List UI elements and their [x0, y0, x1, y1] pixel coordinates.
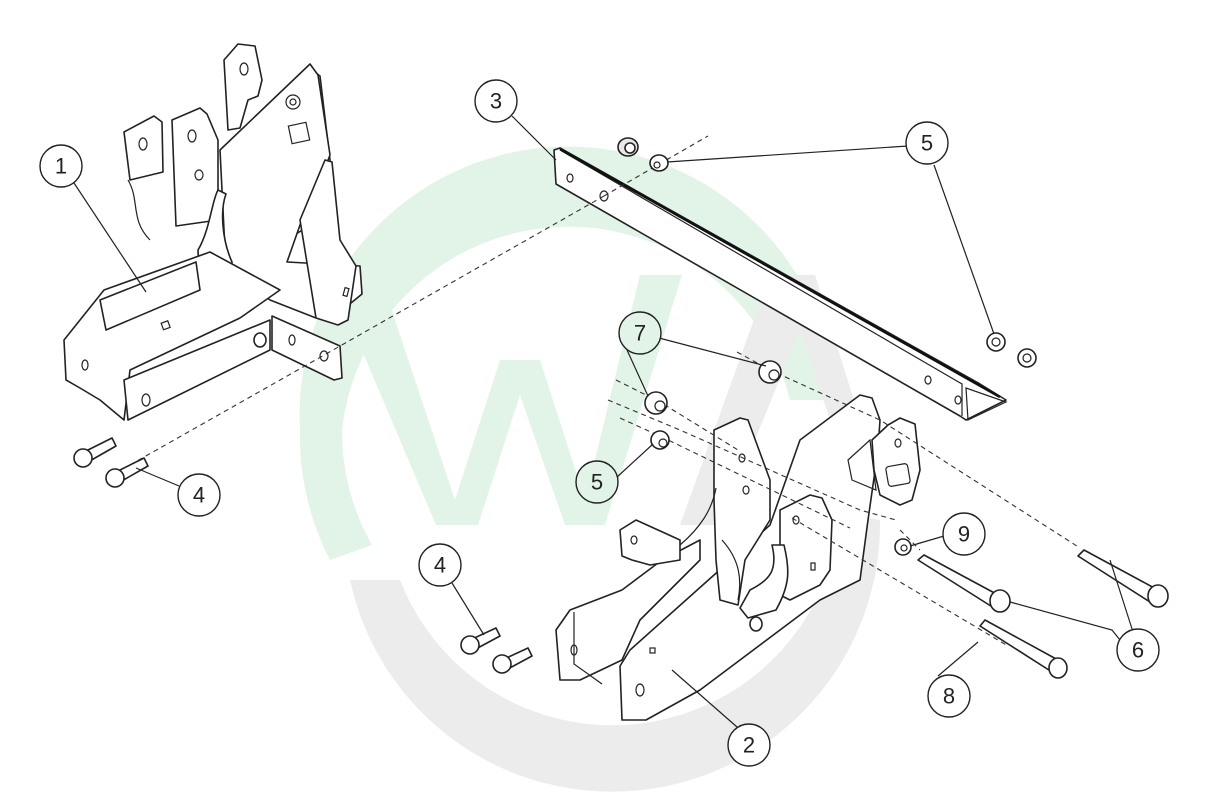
svg-text:8: 8 [943, 684, 955, 709]
spacer-nut-lower [644, 391, 668, 415]
hex-bolt-short-left-a [73, 437, 117, 468]
svg-text:7: 7 [634, 321, 646, 346]
callout-6[interactable]: 6 [1116, 628, 1160, 672]
lock-nut-top [649, 154, 669, 172]
svg-text:5: 5 [591, 470, 603, 495]
hex-bolt-short-left-b [105, 457, 149, 488]
lock-nut-right-a [986, 332, 1006, 352]
watermark-ring-green [299, 146, 836, 430]
long-hex-bolt-right [1077, 549, 1169, 608]
svg-text:6: 6 [1132, 638, 1144, 663]
hex-bolt-short-center-a [460, 627, 501, 655]
watermark-letter-w [330, 275, 682, 525]
washer [894, 538, 912, 556]
spacer-nut-upper [758, 360, 782, 384]
long-hex-bolt-middle [917, 554, 1011, 613]
hex-bolt-short-center-b [492, 647, 533, 674]
callout-5-top[interactable]: 5 [905, 121, 949, 165]
svg-text:3: 3 [490, 89, 502, 114]
right-mount-bracket [555, 394, 921, 721]
callout-1[interactable]: 1 [39, 144, 83, 188]
callout-5-center[interactable]: 5 [575, 460, 619, 504]
callout-9[interactable]: 9 [942, 512, 986, 556]
callout-7[interactable]: 7 [618, 311, 662, 355]
leader-lines [73, 115, 1134, 728]
svg-text:4: 4 [193, 483, 205, 508]
watermark-ring-gray [350, 512, 881, 792]
callout-2[interactable]: 2 [727, 723, 771, 767]
angle-crossbar [553, 147, 1008, 421]
hex-bolt-long-lower [979, 619, 1068, 679]
lock-nut-center [650, 430, 670, 450]
svg-text:2: 2 [743, 733, 755, 758]
lock-nut-right-b [1017, 348, 1037, 368]
callout-3[interactable]: 3 [474, 79, 518, 123]
svg-text:4: 4 [434, 553, 446, 578]
callout-4-left[interactable]: 4 [177, 473, 221, 517]
left-mount-bracket [63, 43, 363, 421]
svg-text:9: 9 [958, 522, 970, 547]
callout-8[interactable]: 8 [927, 674, 971, 718]
callout-4-center[interactable]: 4 [418, 543, 462, 587]
svg-text:1: 1 [55, 154, 67, 179]
svg-text:5: 5 [921, 131, 933, 156]
hex-nut-top-left [617, 137, 639, 157]
